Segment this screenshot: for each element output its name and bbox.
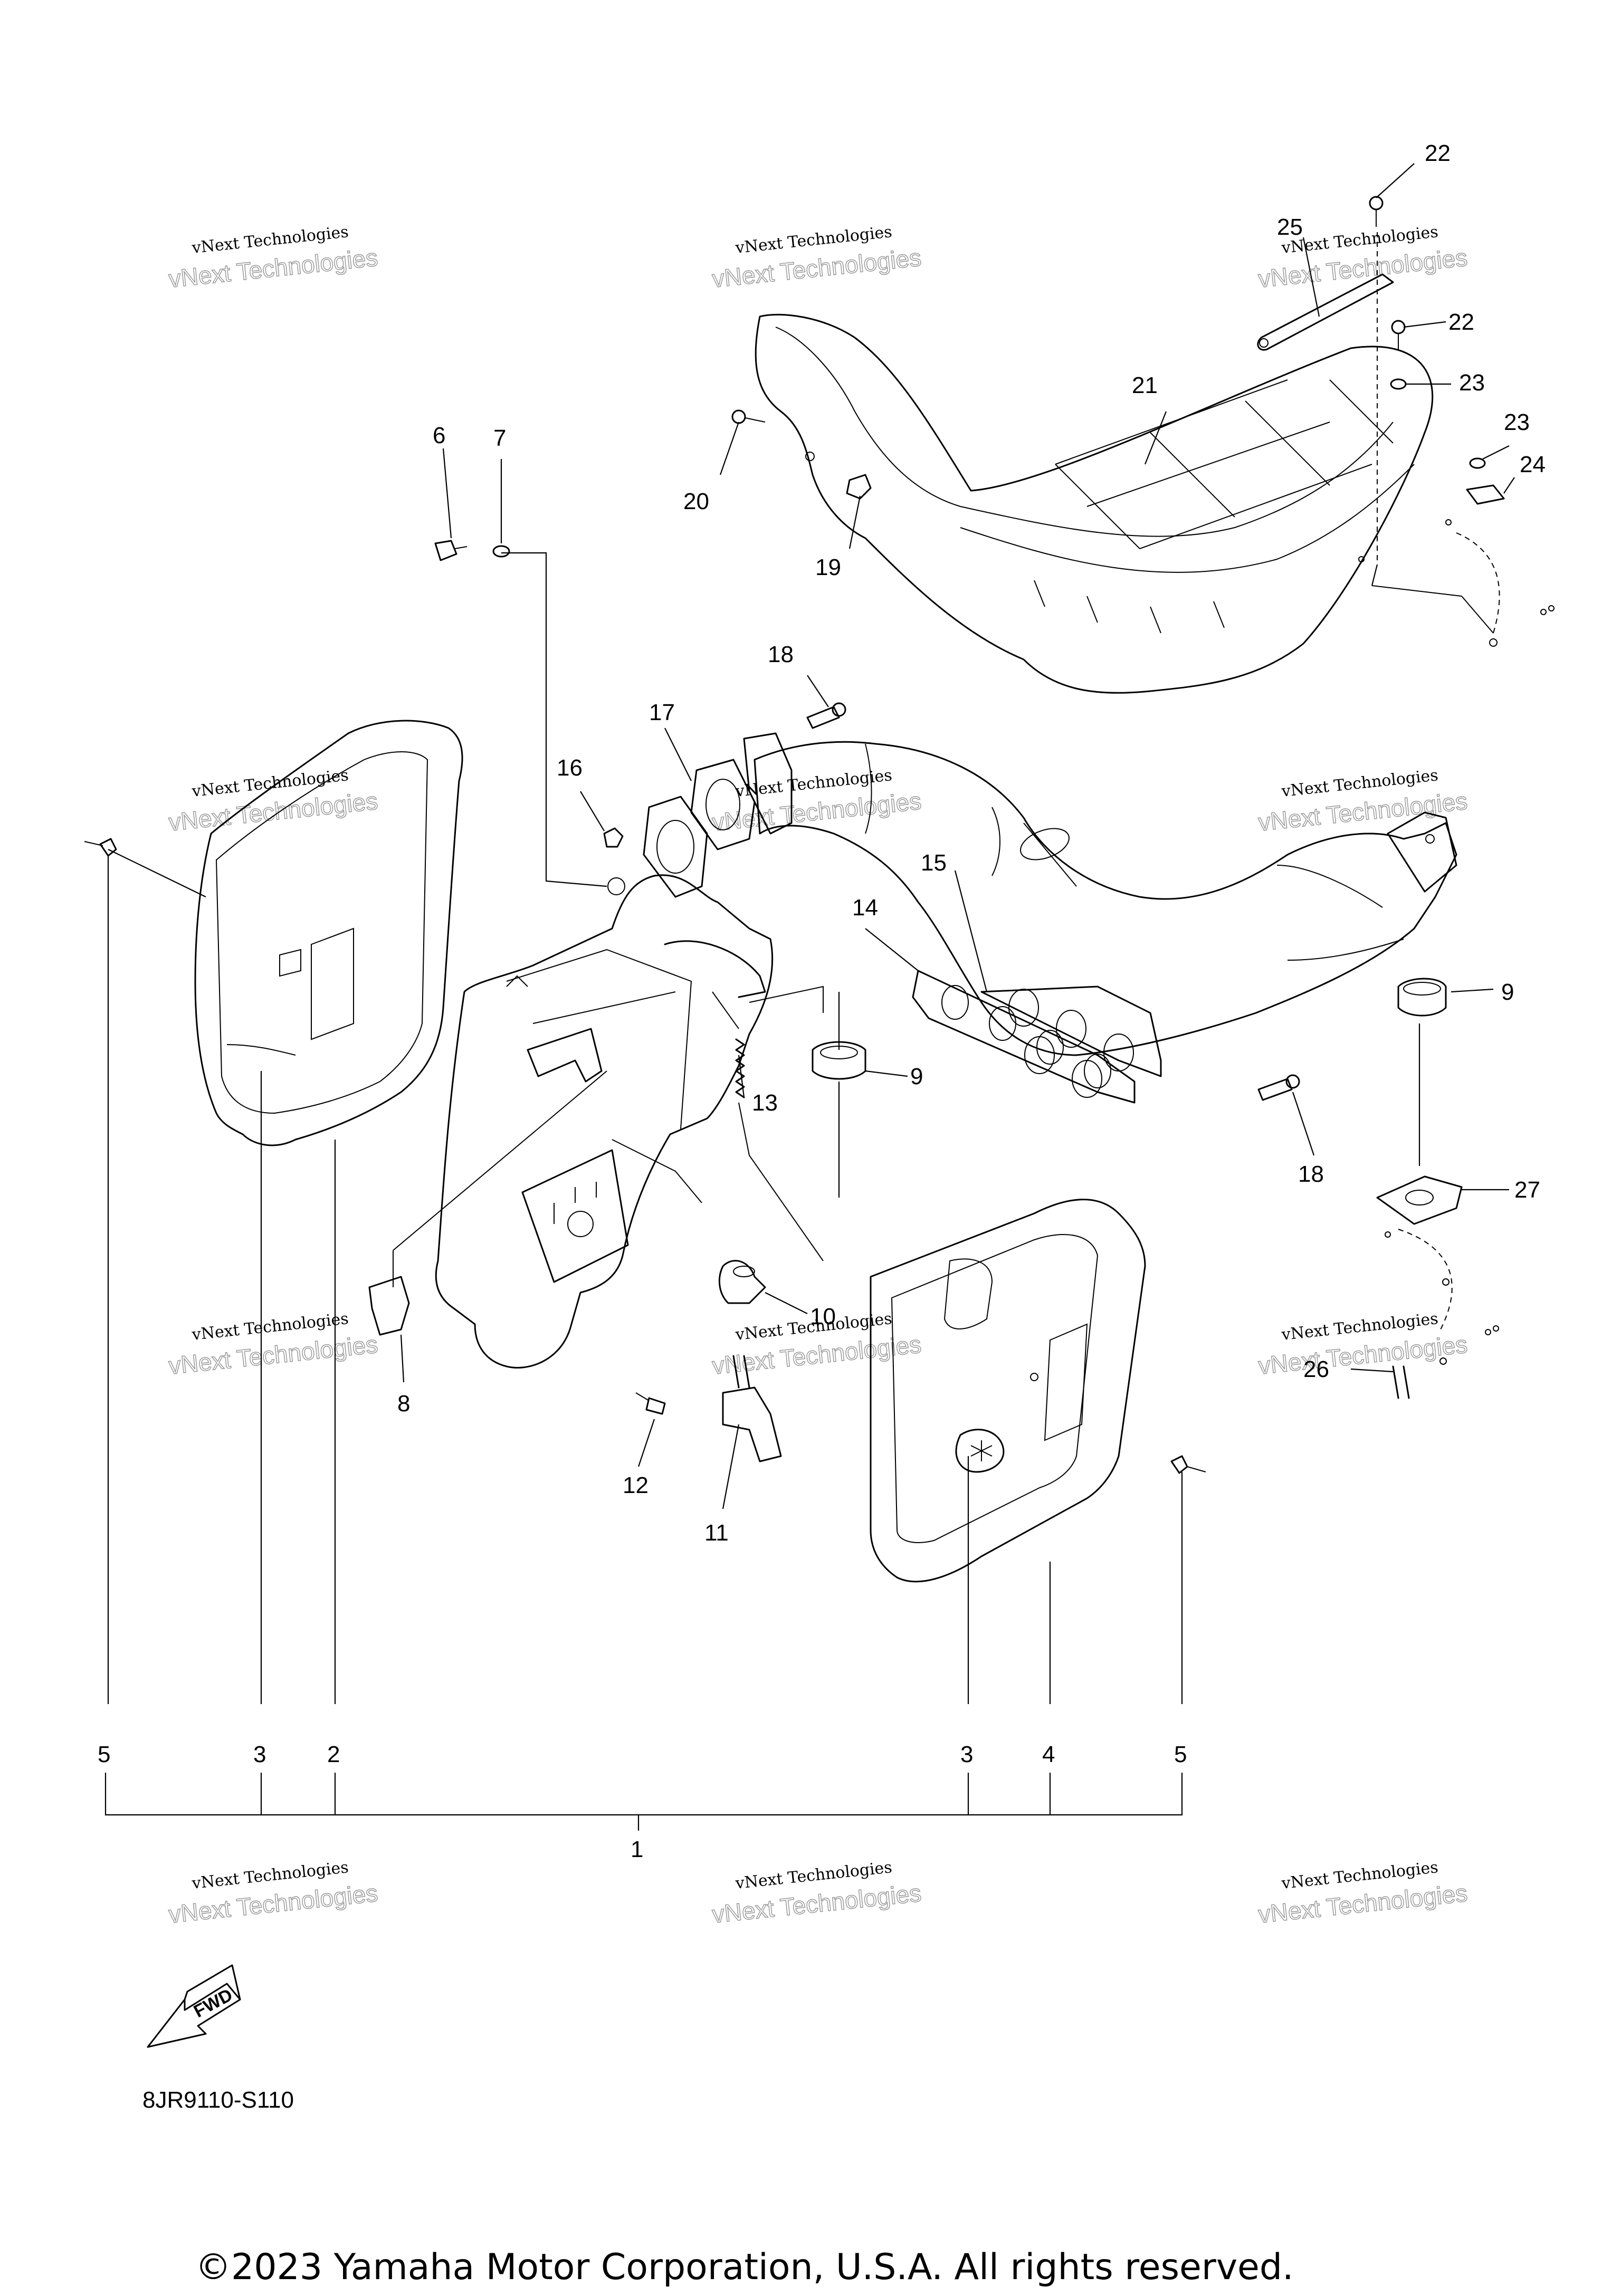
- callout-24: 24: [1520, 452, 1546, 477]
- grommet-9-right: [1397, 978, 1447, 1017]
- callout-3: 3: [253, 1742, 266, 1767]
- callout-21: 21: [1132, 372, 1158, 398]
- fwd-arrow-icon: FWD: [147, 1964, 241, 2048]
- copyright-notice: ©2023 Yamaha Motor Corporation, U.S.A. A…: [195, 2246, 1294, 2288]
- watermark: vNext Technologies vNext Technologies: [710, 1858, 923, 1929]
- callout-9: 9: [910, 1064, 923, 1089]
- callout-25: 25: [1277, 214, 1303, 240]
- leader-lines: [104, 163, 1515, 1831]
- muffler: [435, 874, 774, 1369]
- callout-18: 18: [1298, 1161, 1324, 1187]
- stay-bracket: [1257, 273, 1394, 351]
- callout-2: 2: [327, 1742, 340, 1767]
- watermark: vNext Technologies vNext Technologies: [167, 223, 379, 293]
- bolt-22-lower: [1391, 320, 1406, 351]
- nut-16: [603, 827, 624, 848]
- bolt-26: [1392, 1365, 1410, 1399]
- callout-1: 1: [631, 1836, 643, 1862]
- callout-26: 26: [1303, 1356, 1329, 1382]
- bracket-27: [1376, 1175, 1463, 1225]
- pin-12: [635, 1392, 666, 1415]
- callout-5: 5: [1174, 1742, 1187, 1767]
- watermark: vNext Technologies vNext Technologies: [710, 223, 923, 293]
- callout-23: 23: [1459, 370, 1485, 396]
- washer-23-right: [1469, 457, 1486, 469]
- callout-labels: 22 25 22 21 23 23 24 6 7 20 19 18 17 16 …: [98, 140, 1546, 1862]
- callout-20: 20: [683, 489, 709, 514]
- exhaust-pipe: [754, 741, 1457, 1056]
- callout-22: 22: [1448, 309, 1474, 335]
- callout-3: 3: [960, 1742, 973, 1767]
- rivet-5-right: [1170, 1455, 1206, 1474]
- watermark: vNext Technologies vNext Technologies: [1256, 1858, 1469, 1929]
- watermark: vNext Technologies vNext Technologies: [167, 1309, 379, 1380]
- mount-bracket-10: [718, 1260, 766, 1304]
- watermark: vNext Technologies vNext Technologies: [167, 766, 379, 837]
- washer-23-left: [1390, 378, 1407, 390]
- upper-heat-shield: [755, 313, 1434, 694]
- callout-8: 8: [397, 1391, 410, 1417]
- callout-11: 11: [704, 1520, 729, 1546]
- callout-6: 6: [433, 423, 445, 448]
- callout-18: 18: [768, 642, 794, 667]
- callout-13: 13: [752, 1090, 778, 1116]
- callout-12: 12: [623, 1472, 649, 1498]
- clip-24: [1466, 484, 1505, 505]
- callout-4: 4: [1042, 1742, 1055, 1767]
- callout-23: 23: [1504, 409, 1530, 435]
- left-heat-shield: [194, 720, 463, 1146]
- callout-19: 19: [815, 554, 841, 580]
- bolt-18-lower: [1257, 1074, 1300, 1101]
- callout-14: 14: [852, 895, 878, 921]
- gasket-plate: [980, 986, 1162, 1098]
- bolt-18-upper: [806, 702, 846, 729]
- watermark: vNext Technologies vNext Technologies: [167, 1858, 379, 1929]
- watermark: vNext Technologies vNext Technologies: [1256, 766, 1469, 837]
- rivet-5-left: [84, 838, 117, 857]
- diagram-code: 8JR9110-S110: [142, 2087, 294, 2113]
- callout-22: 22: [1425, 140, 1451, 166]
- flange-bracket: [743, 732, 793, 835]
- gasket: [912, 970, 1136, 1104]
- bolt-20: [731, 409, 766, 424]
- callout-5: 5: [98, 1742, 110, 1767]
- flange-gasket: [643, 796, 708, 898]
- callout-9: 9: [1501, 979, 1514, 1005]
- callout-17: 17: [649, 700, 675, 725]
- bolt-22-upper: [1369, 196, 1384, 227]
- callout-15: 15: [921, 850, 947, 876]
- watermark: vNext Technologies vNext Technologies: [1256, 1309, 1469, 1380]
- bolt-6: [434, 540, 468, 561]
- callout-10: 10: [810, 1304, 836, 1329]
- callout-7: 7: [493, 425, 506, 451]
- flange-ring: [690, 759, 756, 850]
- clip-8: [368, 1276, 410, 1336]
- callout-27: 27: [1514, 1177, 1540, 1203]
- right-heat-shield: [870, 1199, 1146, 1583]
- nut-19: [846, 474, 872, 500]
- mount-bracket-11: [722, 1355, 782, 1462]
- gasket-7: [492, 545, 510, 558]
- callout-16: 16: [557, 755, 583, 781]
